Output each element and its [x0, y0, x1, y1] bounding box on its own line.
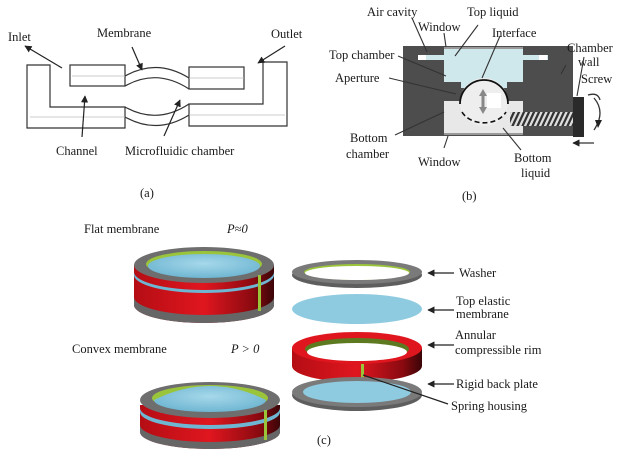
label-spring-housing: Spring housing	[451, 399, 528, 413]
label-chamber: Chamber	[567, 41, 614, 55]
label-annular: Annular	[455, 328, 497, 342]
rotation-arrow-icon	[593, 97, 601, 131]
caption-b: (b)	[462, 189, 477, 203]
label-compressible-rim: compressible rim	[455, 343, 542, 357]
membrane-top-upper	[124, 66, 190, 79]
panel-a-diagram	[26, 61, 288, 129]
label-bottom-chamber-1: Bottom	[350, 131, 388, 145]
label-screw: Screw	[581, 72, 612, 86]
label-washer: Washer	[459, 266, 497, 280]
label-bottom-liquid-1: Bottom	[514, 151, 552, 165]
membrane-top-lower	[124, 77, 190, 90]
label-bottom-liquid-2: liquid	[521, 166, 551, 180]
label-microfluidic-chamber: Microfluidic chamber	[125, 144, 235, 158]
exploded-back-plate	[292, 377, 422, 411]
label-top-elastic-membrane: membrane	[456, 307, 509, 321]
label-window-top: Window	[418, 20, 461, 34]
exploded-membrane	[292, 294, 422, 324]
label-top-elastic: Top elastic	[456, 294, 511, 308]
label-p-convex: P > 0	[230, 342, 260, 356]
top-chamber	[444, 47, 523, 88]
screw-head	[573, 97, 584, 137]
assembled-convex-rim	[140, 382, 280, 449]
label-flat-membrane: Flat membrane	[84, 222, 160, 236]
caption-c: (c)	[317, 433, 331, 447]
screw-thread	[510, 112, 574, 126]
label-wall: wall	[578, 55, 600, 69]
label-aperture: Aperture	[335, 71, 380, 85]
label-bottom-chamber-2: chamber	[346, 147, 390, 161]
right-substrate	[188, 61, 288, 127]
exploded-washer	[292, 260, 422, 288]
label-rigid-back-plate: Rigid back plate	[456, 377, 538, 391]
panel-a-pointers	[24, 45, 286, 138]
label-top-liquid: Top liquid	[467, 5, 519, 19]
label-p-flat: P≈0	[226, 222, 248, 236]
panel-b-diagram	[403, 46, 602, 147]
membrane-bottom-upper	[124, 103, 190, 116]
caption-a: (a)	[140, 186, 154, 200]
label-membrane-a: Membrane	[97, 26, 152, 40]
label-convex-membrane: Convex membrane	[72, 342, 167, 356]
label-outlet: Outlet	[271, 27, 303, 41]
label-channel: Channel	[56, 144, 98, 158]
left-substrate	[26, 64, 126, 129]
label-window-bottom: Window	[418, 155, 461, 169]
label-top-chamber: Top chamber	[329, 48, 395, 62]
panel-b-pointers	[388, 17, 585, 151]
exploded-rim	[292, 332, 422, 382]
membrane-bottom-lower	[124, 114, 190, 127]
panel-c-pointers	[362, 269, 454, 405]
label-air-cavity: Air cavity	[367, 5, 418, 19]
label-inlet: Inlet	[8, 30, 31, 44]
label-interface: Interface	[492, 26, 537, 40]
assembled-flat-rim	[134, 247, 274, 323]
left-top-block	[69, 64, 126, 87]
